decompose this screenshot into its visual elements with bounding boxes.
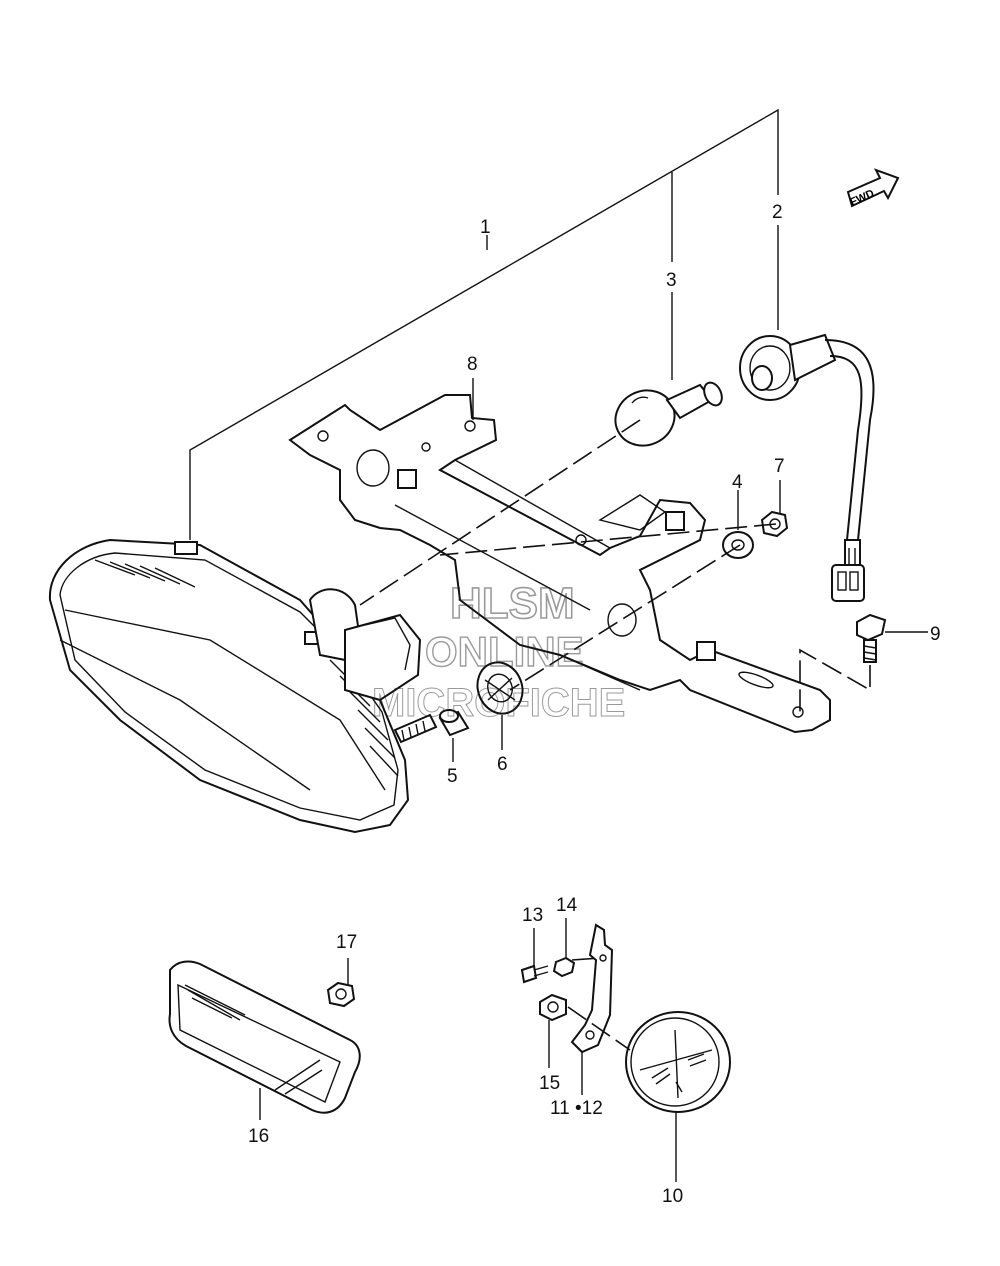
watermark-line-2: ONLINE bbox=[425, 628, 584, 675]
callout-2: 2 bbox=[772, 202, 783, 223]
screw-9 bbox=[856, 613, 887, 663]
grommet-6 bbox=[476, 661, 524, 715]
side-reflector bbox=[625, 1011, 731, 1113]
tail-lamp-housing bbox=[48, 538, 410, 834]
callout-9: 9 bbox=[930, 624, 941, 645]
mounting-stud bbox=[393, 713, 438, 744]
watermark-line-3: MICROFICHE bbox=[372, 681, 625, 725]
callout-3: 3 bbox=[666, 270, 677, 291]
callout-10: 10 bbox=[662, 1186, 683, 1207]
callout-14: 14 bbox=[556, 895, 578, 916]
callout-11-12: 11 •12 bbox=[550, 1098, 603, 1119]
assembly-dashed-lines bbox=[359, 419, 871, 712]
callout-7: 7 bbox=[774, 456, 785, 477]
callout-16: 16 bbox=[248, 1126, 269, 1147]
callout-4: 4 bbox=[732, 472, 743, 493]
nut-15 bbox=[539, 993, 567, 1022]
callout-leaders-main bbox=[452, 378, 928, 762]
socket-harness bbox=[739, 333, 875, 602]
watermark-line-1: HLSM bbox=[450, 579, 575, 628]
bulb bbox=[614, 381, 723, 447]
callout-leaders-lower bbox=[259, 918, 677, 1182]
reflector bbox=[168, 960, 361, 1114]
screw-13 bbox=[520, 964, 549, 984]
callout-15: 15 bbox=[539, 1073, 560, 1094]
nut-17 bbox=[326, 981, 356, 1008]
collar-5 bbox=[438, 709, 470, 737]
callout-1: 1 bbox=[480, 217, 491, 238]
lamp-socket-boss bbox=[308, 588, 422, 702]
callout-17: 17 bbox=[336, 932, 357, 953]
license-bracket bbox=[288, 394, 831, 734]
callout-6: 6 bbox=[497, 754, 508, 775]
fwd-arrow: FWD bbox=[846, 168, 900, 209]
nut-14 bbox=[552, 956, 576, 978]
washer-4 bbox=[722, 531, 754, 559]
callout-numbers: 1 2 3 4 5 6 7 8 9 10 11 •12 13 14 15 16 … bbox=[248, 202, 941, 1207]
callout-5: 5 bbox=[447, 766, 458, 787]
watermark: HLSM ONLINE MICROFICHE bbox=[372, 578, 626, 725]
callout-8: 8 bbox=[467, 354, 478, 375]
assembly-leader-lines bbox=[189, 108, 779, 540]
callout-13: 13 bbox=[522, 905, 543, 926]
